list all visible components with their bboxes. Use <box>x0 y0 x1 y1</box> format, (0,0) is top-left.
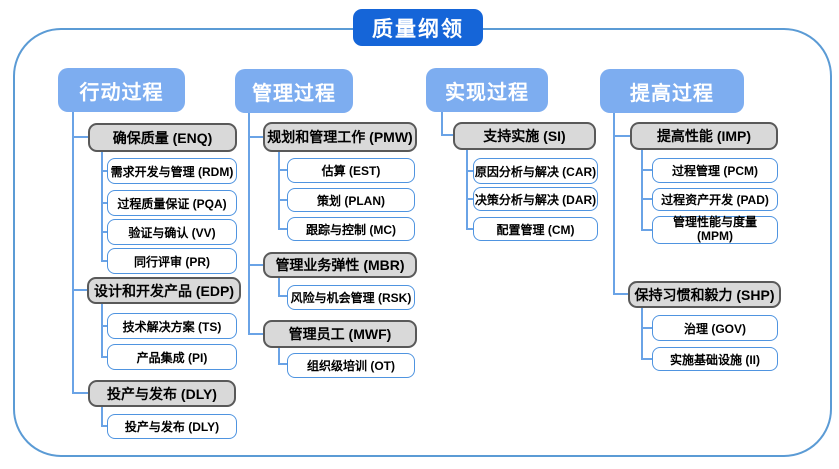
leaf-box-dar: 决策分析与解决 (DAR) <box>473 187 598 211</box>
chart-title: 质量纲领 <box>353 9 483 46</box>
connector-line <box>278 152 280 230</box>
connector-line <box>641 169 652 171</box>
leaf-box-pad: 过程资产开发 (PAD) <box>652 188 778 211</box>
connector-line <box>278 278 280 297</box>
connector-line <box>641 198 652 200</box>
connector-line <box>441 134 453 136</box>
leaf-box-plan: 策划 (PLAN) <box>287 188 415 212</box>
leaf-box-cm: 配置管理 (CM) <box>473 217 598 241</box>
leaf-box-vv: 验证与确认 (VV) <box>107 219 237 245</box>
leaf-box-pcm: 过程管理 (PCM) <box>652 158 778 183</box>
connector-line <box>101 170 108 172</box>
group-box-pmw: 规划和管理工作 (PMW) <box>263 122 417 152</box>
connector-line <box>613 293 628 295</box>
group-box-imp: 提高性能 (IMP) <box>630 122 778 150</box>
leaf-box-est: 估算 (EST) <box>287 158 415 183</box>
leaf-box-ii: 实施基础设施 (II) <box>652 347 778 371</box>
connector-line <box>466 198 473 200</box>
column-header-realization-process: 实现过程 <box>426 68 548 112</box>
connector-line <box>278 363 287 365</box>
leaf-box-ts: 技术解决方案 (TS) <box>107 313 237 339</box>
leaf-box-ot: 组织级培训 (OT) <box>287 353 415 378</box>
leaf-box-dly: 投产与发布 (DLY) <box>107 414 237 439</box>
group-box-si: 支持实施 (SI) <box>453 122 596 150</box>
group-box-shp: 保持习惯和毅力 (SHP) <box>628 281 781 308</box>
connector-line <box>641 308 643 360</box>
connector-line <box>72 136 88 138</box>
column-header-action-process: 行动过程 <box>58 68 185 112</box>
connector-line <box>441 112 443 136</box>
connector-line <box>248 136 263 138</box>
connector-line <box>641 229 652 231</box>
connector-line <box>278 199 287 201</box>
connector-line <box>101 304 103 358</box>
connector-line <box>278 228 287 230</box>
connector-line <box>101 152 103 262</box>
connector-line <box>613 135 630 137</box>
connector-line <box>101 407 103 427</box>
leaf-box-pqa: 过程质量保证 (PQA) <box>107 190 237 216</box>
group-box-dly: 投产与发布 (DLY) <box>88 380 236 407</box>
connector-line <box>101 356 108 358</box>
connector-line <box>278 295 287 297</box>
leaf-box-gov: 治理 (GOV) <box>652 315 778 341</box>
connector-line <box>101 231 108 233</box>
connector-line <box>248 333 263 335</box>
connector-line <box>248 264 263 266</box>
connector-line <box>101 260 108 262</box>
group-box-enq: 确保质量 (ENQ) <box>88 123 237 152</box>
group-box-mwf: 管理员工 (MWF) <box>263 320 417 348</box>
connector-line <box>466 170 473 172</box>
column-header-management-process: 管理过程 <box>235 69 353 113</box>
column-header-improvement-process: 提高过程 <box>600 69 744 113</box>
connector-line <box>72 112 74 394</box>
connector-line <box>72 289 88 291</box>
connector-line <box>248 113 250 334</box>
connector-line <box>641 150 643 231</box>
group-box-mbr: 管理业务弹性 (MBR) <box>263 252 417 278</box>
leaf-box-mpm: 管理性能与度量 (MPM) <box>652 215 778 244</box>
connector-line <box>641 327 652 329</box>
connector-line <box>72 392 88 394</box>
leaf-box-rsk: 风险与机会管理 (RSK) <box>287 285 415 310</box>
leaf-box-car: 原因分析与解决 (CAR) <box>473 158 598 184</box>
connector-line <box>278 348 280 365</box>
connector-line <box>101 325 108 327</box>
leaf-box-mc: 跟踪与控制 (MC) <box>287 217 415 241</box>
group-box-edp: 设计和开发产品 (EDP) <box>87 277 241 304</box>
connector-line <box>101 425 108 427</box>
connector-line <box>278 169 287 171</box>
connector-line <box>641 358 652 360</box>
leaf-box-rdm: 需求开发与管理 (RDM) <box>107 158 237 184</box>
connector-line <box>101 202 108 204</box>
leaf-box-pr: 同行评审 (PR) <box>107 248 237 274</box>
connector-line <box>466 228 473 230</box>
connector-line <box>466 150 468 230</box>
connector-line <box>613 113 615 295</box>
leaf-box-pi: 产品集成 (PI) <box>107 344 237 370</box>
